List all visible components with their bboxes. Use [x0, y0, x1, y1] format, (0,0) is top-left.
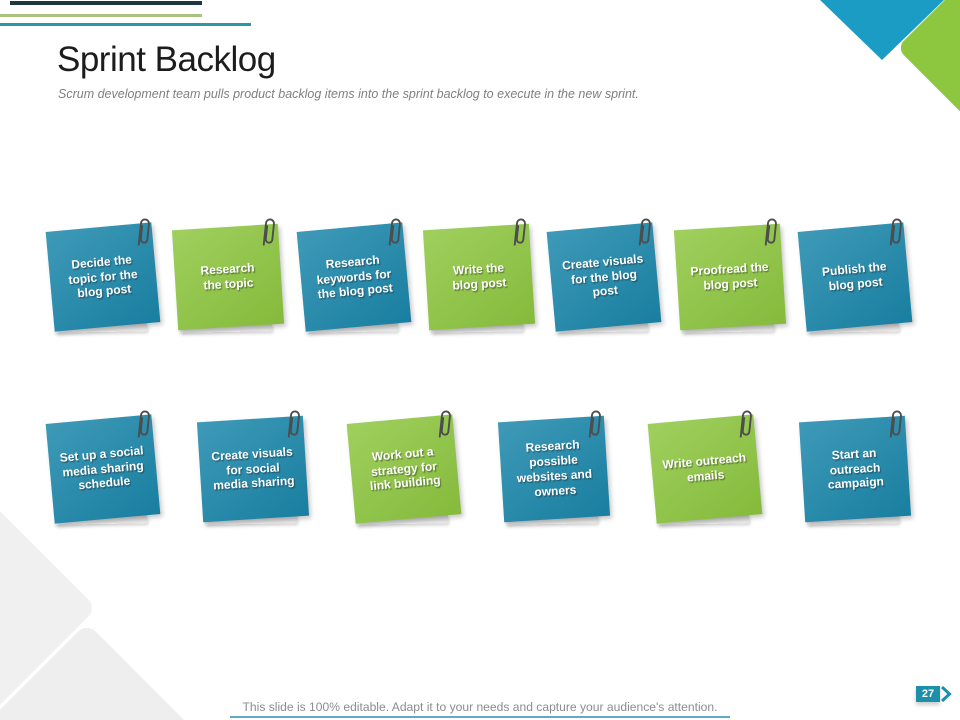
sticky-note[interactable]: Research keywords for the blog post [296, 218, 411, 333]
paperclip-icon [889, 410, 902, 438]
note-label: Publish the blog post [821, 259, 888, 294]
sprint-backlog-row-2: Set up a social media sharing schedule C… [45, 410, 911, 535]
note-label: Proofread the blog post [689, 259, 769, 293]
sticky-note[interactable]: Write outreach emails [647, 410, 762, 525]
page-number: 27 [916, 686, 940, 702]
paperclip-icon [137, 410, 150, 438]
note-label: Start an outreach campaign [827, 445, 885, 493]
chevron-right-icon [940, 686, 952, 702]
note-label: Write the blog post [452, 260, 507, 293]
header-accent-line-teal [0, 23, 251, 26]
paperclip-icon [889, 218, 902, 246]
page-title: Sprint Backlog [57, 40, 276, 79]
note-label: Create visuals for social media sharing [211, 444, 296, 493]
note-label: Research the topic [200, 260, 256, 293]
paperclip-icon [588, 410, 602, 438]
paperclip-icon [438, 410, 451, 438]
note-label: Set up a social media sharing schedule [59, 442, 145, 493]
sticky-note[interactable]: Create visuals for social media sharing [197, 410, 310, 525]
top-dark-bar [10, 1, 202, 5]
note-label: Work out a strategy for link building [369, 443, 441, 494]
header-accent-line-green [0, 14, 202, 17]
sticky-note[interactable]: Decide the topic for the blog post [45, 218, 161, 333]
sticky-note[interactable]: Set up a social media sharing schedule [45, 410, 161, 525]
paperclip-icon [639, 218, 652, 246]
sticky-note[interactable]: Publish the blog post [797, 218, 913, 333]
paperclip-icon [388, 218, 401, 246]
sticky-note[interactable]: Start an outreach campaign [798, 410, 911, 525]
sticky-note[interactable]: Create visuals for the blog post [546, 218, 662, 333]
sticky-note[interactable]: Research possible websites and owners [498, 410, 611, 525]
paperclip-icon [137, 218, 150, 246]
paperclip-icon [288, 410, 301, 438]
note-label: Decide the topic for the blog post [67, 252, 139, 301]
sticky-note[interactable]: Proofread the blog post [673, 218, 786, 333]
sticky-note[interactable]: Work out a strategy for link building [346, 410, 462, 525]
footer-accent-line [230, 715, 730, 718]
page-number-badge: 27 [916, 686, 960, 702]
footer-note: This slide is 100% editable. Adapt it to… [242, 700, 718, 714]
sprint-backlog-row-1: Decide the topic for the blog post Resea… [45, 218, 913, 343]
sticky-note[interactable]: Write the blog post [422, 218, 536, 333]
sticky-note[interactable]: Research the topic [172, 218, 285, 333]
note-label: Create visuals for the blog post [561, 251, 645, 300]
paperclip-icon [513, 218, 526, 246]
note-label: Research possible websites and owners [516, 437, 593, 500]
page-subtitle: Scrum development team pulls product bac… [58, 87, 639, 101]
paperclip-icon [764, 218, 777, 246]
paperclip-icon [739, 410, 752, 438]
paperclip-icon [263, 218, 276, 246]
note-label: Write outreach emails [661, 450, 747, 485]
note-label: Research keywords for the blog post [315, 252, 394, 302]
